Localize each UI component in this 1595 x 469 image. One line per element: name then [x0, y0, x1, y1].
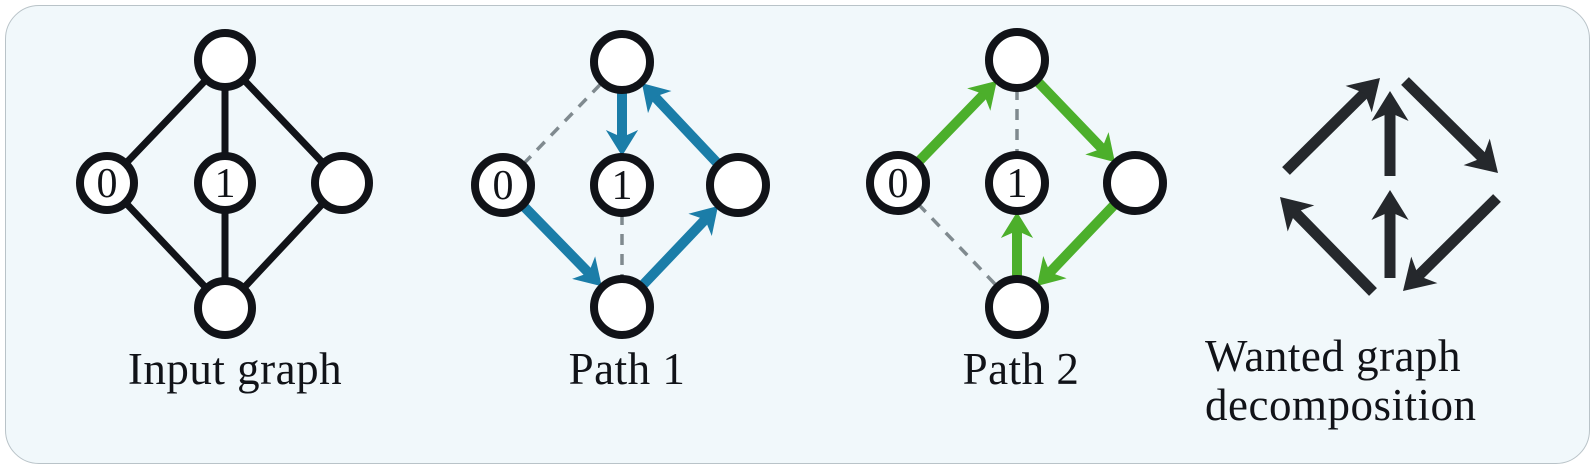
node-circle[interactable]	[706, 153, 770, 217]
caption-path-1: Path 1	[568, 344, 686, 394]
node-path-1-bottom[interactable]	[590, 275, 654, 339]
edge-line	[1033, 77, 1107, 153]
node-circle[interactable]	[194, 29, 256, 91]
edge-line	[123, 77, 209, 166]
edge-line	[1045, 200, 1119, 277]
node-circle[interactable]	[985, 151, 1049, 215]
caption-wanted-graph-decomposition: Wanted graph decomposition	[1205, 331, 1477, 430]
edge-line	[519, 202, 593, 278]
node-circle[interactable]	[985, 28, 1049, 92]
edge-line	[521, 81, 604, 166]
node-input-graph-right[interactable]	[311, 152, 373, 214]
node-label: 0	[493, 163, 514, 209]
node-circle[interactable]	[194, 152, 256, 214]
edge-path-2-left-to-top	[914, 80, 997, 166]
edge-input-graph-left-to-bottom	[123, 200, 209, 291]
edge-path-2-top-to-right	[1033, 77, 1115, 163]
edge-path-1-top-to-middle	[605, 91, 639, 156]
edge-line	[123, 200, 209, 291]
arrow-shaft	[1282, 88, 1369, 175]
arrow-head	[572, 256, 602, 287]
node-label: 1	[612, 163, 633, 209]
arrow-head	[1036, 256, 1067, 286]
node-label: 1	[1007, 161, 1028, 207]
arrow-head	[1371, 190, 1409, 220]
edge-path-2-left-to-bottom	[916, 202, 999, 288]
node-circle[interactable]	[194, 277, 256, 339]
arrow-head	[1085, 132, 1115, 163]
edge-path-2-bottom-to-middle	[1000, 212, 1034, 278]
edge-line	[914, 90, 989, 166]
edge-line	[241, 201, 326, 290]
edge-path-2-right-to-bottom	[1036, 200, 1119, 286]
node-circle[interactable]	[471, 153, 535, 217]
edge-path-1-right-to-top	[641, 83, 722, 168]
node-circle[interactable]	[590, 153, 654, 217]
arrow-head	[641, 83, 672, 114]
node-path-2-middle[interactable]: 1	[985, 151, 1049, 215]
edge-path-1-left-to-bottom	[519, 202, 602, 287]
nodes-layer: 0 1 0 1 0 1	[76, 28, 1167, 339]
arrow-head	[605, 130, 639, 156]
node-path-1-right[interactable]	[706, 153, 770, 217]
arrow-head	[688, 206, 719, 236]
node-input-graph-left[interactable]: 0	[76, 152, 138, 214]
node-path-2-top[interactable]	[985, 28, 1049, 92]
node-circle[interactable]	[76, 152, 138, 214]
node-circle[interactable]	[985, 275, 1049, 339]
node-path-2-right[interactable]	[1103, 151, 1167, 215]
arrow-head	[1463, 138, 1498, 173]
wanted-arrow-right-to-bottom	[1403, 194, 1501, 291]
arrow-shaft	[1290, 208, 1377, 296]
caption-input-graph: Input graph	[127, 344, 343, 394]
node-input-graph-bottom[interactable]	[194, 277, 256, 339]
edge-input-graph-top-to-right	[241, 77, 326, 166]
node-circle[interactable]	[590, 30, 654, 94]
wanted-arrow-center-lower-up	[1371, 190, 1409, 278]
node-label: 1	[215, 161, 236, 207]
edge-line	[241, 77, 326, 166]
node-circle[interactable]	[1103, 151, 1167, 215]
edge-line	[638, 215, 710, 290]
arrow-head	[1280, 197, 1315, 232]
wanted-arrow-lower-left-to-top	[1282, 78, 1380, 175]
edge-line	[916, 202, 999, 288]
arrow-shaft	[1401, 77, 1487, 163]
node-circle[interactable]	[590, 275, 654, 339]
node-path-2-bottom[interactable]	[985, 275, 1049, 339]
figure-card	[5, 5, 1590, 464]
node-path-2-left[interactable]: 0	[866, 151, 930, 215]
node-label: 0	[888, 161, 909, 207]
arrow-head	[1371, 91, 1409, 121]
arrow-head	[1403, 256, 1438, 291]
arrow-head	[967, 80, 997, 111]
node-path-1-middle[interactable]: 1	[590, 153, 654, 217]
edge-path-1-bottom-to-right	[638, 206, 719, 290]
wanted-arrow-center-upper-up	[1371, 91, 1409, 176]
caption-path-2: Path 2	[962, 344, 1080, 394]
node-input-graph-top[interactable]	[194, 29, 256, 91]
edge-input-graph-bottom-to-right	[241, 201, 326, 290]
node-path-1-left[interactable]: 0	[471, 153, 535, 217]
node-circle[interactable]	[866, 151, 930, 215]
wanted-arrow-top-to-right	[1401, 77, 1498, 173]
edges-layer	[123, 77, 1119, 291]
edge-path-1-left-to-top	[521, 81, 604, 166]
node-input-graph-middle[interactable]: 1	[194, 152, 256, 214]
edge-line	[650, 92, 722, 168]
arrow-head	[1345, 78, 1380, 113]
wanted-arrows-layer	[1280, 77, 1501, 296]
node-path-1-top[interactable]	[590, 30, 654, 94]
wanted-arrow-lower-right-to-left	[1280, 197, 1377, 296]
node-circle[interactable]	[311, 152, 373, 214]
edge-input-graph-left-to-top	[123, 77, 209, 166]
node-label: 0	[97, 161, 118, 207]
arrow-head	[1000, 212, 1034, 238]
arrow-shaft	[1414, 194, 1501, 281]
